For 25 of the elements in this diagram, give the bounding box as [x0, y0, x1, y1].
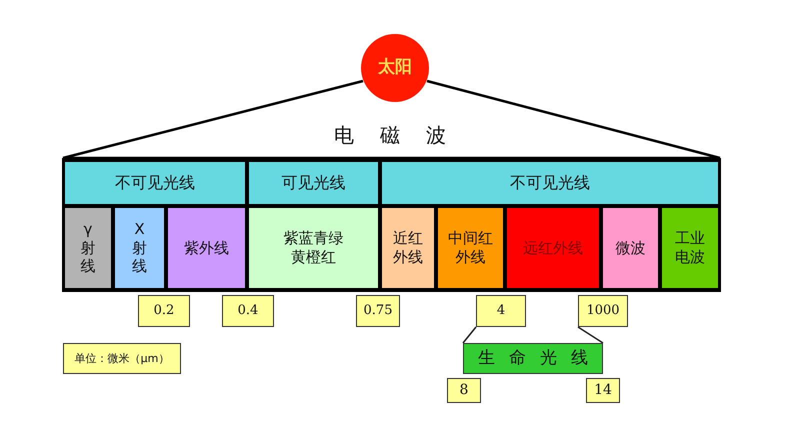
spectrum-cell: γ射线 — [63, 206, 113, 290]
spectrum-cell: 工业电波 — [660, 206, 720, 290]
spectrum-cell: X射线 — [113, 206, 166, 290]
spectrum-cell: 近红外线 — [380, 206, 436, 290]
spectrum-cell: 紫外线 — [166, 206, 247, 290]
spectrum-cell: 远红外线 — [505, 206, 601, 290]
range-box: 生命光线 — [463, 343, 603, 374]
title-label: 电磁波 — [333, 122, 473, 148]
value-box: 0.4 — [222, 295, 274, 327]
header-cell: 不可见光线 — [380, 160, 720, 206]
connector-line — [578, 326, 604, 344]
value-box: 4 — [476, 295, 526, 327]
spectrum-cell: 中间红外线 — [436, 206, 505, 290]
header-cell: 不可见光线 — [63, 160, 247, 206]
header-cell: 可见光线 — [247, 160, 380, 206]
value-box: 0.75 — [356, 295, 400, 327]
spectrum-cell: 紫蓝青绿黄橙红 — [247, 206, 380, 290]
connector-line — [462, 326, 477, 344]
spectrum-cell: 微波 — [601, 206, 660, 290]
unit-box: 单位：微米（μm） — [63, 343, 181, 374]
sun-circle: 太阳 — [361, 34, 429, 102]
value-box: 8 — [447, 378, 481, 403]
value-box: 0.2 — [138, 295, 190, 327]
value-box: 14 — [586, 378, 620, 403]
value-box: 1000 — [578, 295, 628, 327]
